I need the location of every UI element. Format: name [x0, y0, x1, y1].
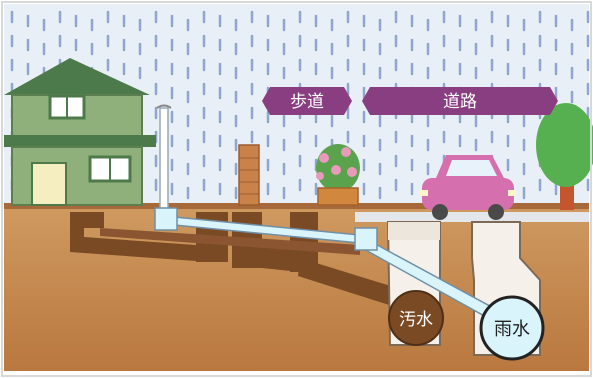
- road-banner-label: 道路: [443, 92, 477, 112]
- road-surface: [355, 212, 589, 222]
- inspection-box: [154, 207, 178, 231]
- door: [31, 162, 67, 206]
- rainwater-pipe: [154, 207, 514, 330]
- house: [4, 58, 156, 206]
- rain-pipe-label: 雨水: [494, 319, 530, 340]
- sidewalk-banner-label: 歩道: [290, 92, 324, 112]
- inspection-box: [354, 227, 378, 251]
- sewage-pipe-section: [388, 290, 444, 346]
- ground-surface-line: [4, 203, 589, 209]
- car: [420, 155, 516, 220]
- sidewalk-banner: [262, 87, 352, 115]
- rain-pipe-section: [479, 295, 545, 361]
- brick-pillar: [238, 144, 260, 206]
- sewage-pipe-label: 汚水: [399, 310, 433, 330]
- road-banner: [362, 87, 558, 115]
- car-wheel: [488, 204, 504, 220]
- car-wheel: [432, 204, 448, 220]
- tree: [536, 103, 593, 210]
- flower-pot: [316, 144, 360, 206]
